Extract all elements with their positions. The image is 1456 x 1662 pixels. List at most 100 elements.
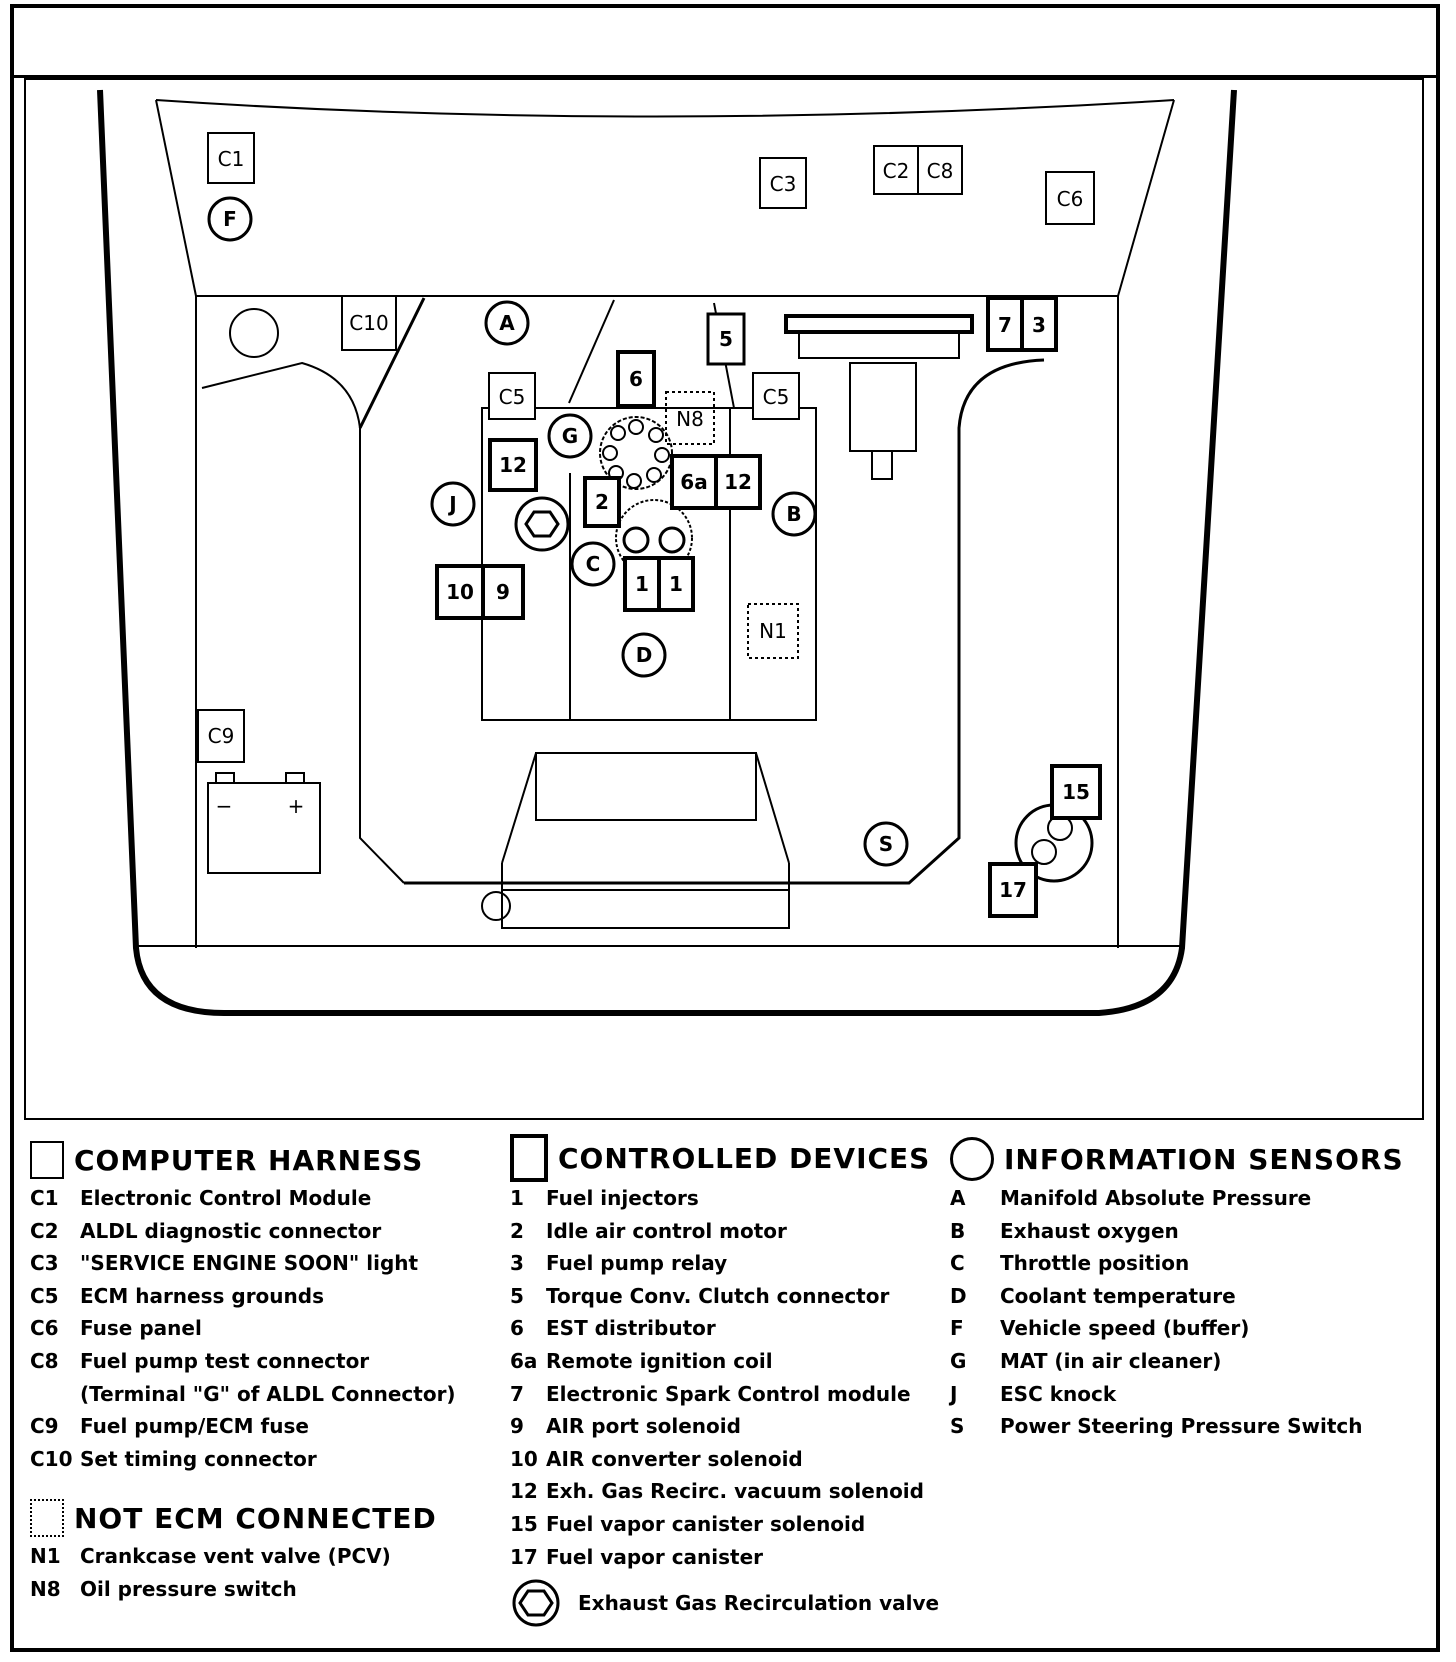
throttle-bore-right bbox=[658, 526, 686, 554]
svg-text:6: 6 bbox=[629, 367, 643, 391]
egr-valve-outer bbox=[514, 496, 570, 552]
svg-text:C10: C10 bbox=[349, 311, 388, 335]
booster-stem bbox=[798, 331, 960, 359]
egr-valve-inner bbox=[524, 510, 560, 538]
marker-2: 2 bbox=[583, 476, 621, 528]
marker-g: G bbox=[547, 413, 593, 459]
egr-valve-icon bbox=[512, 1579, 560, 1627]
svg-text:2: 2 bbox=[595, 490, 609, 514]
distributor bbox=[599, 416, 673, 490]
marker-6: 6 bbox=[616, 350, 656, 408]
marker-f: F bbox=[207, 196, 253, 242]
svg-text:N1: N1 bbox=[759, 619, 787, 643]
diagram-frame bbox=[24, 78, 1424, 1120]
legend-item: C3"SERVICE ENGINE SOON" light bbox=[30, 1251, 419, 1276]
svg-text:17: 17 bbox=[999, 878, 1027, 902]
sensor-circle-icon bbox=[950, 1137, 994, 1181]
svg-text:D: D bbox=[636, 643, 653, 667]
booster-flange bbox=[784, 314, 974, 334]
svg-text:C3: C3 bbox=[770, 172, 797, 196]
marker-6a: 6a bbox=[670, 454, 718, 510]
marker-10: 10 bbox=[435, 564, 485, 620]
radiator-top bbox=[535, 752, 757, 821]
battery-plus: + bbox=[288, 794, 305, 818]
battery bbox=[207, 782, 321, 874]
svg-text:10: 10 bbox=[446, 580, 474, 604]
master-cylinder-tip bbox=[871, 450, 893, 480]
marker-3: 3 bbox=[1020, 296, 1058, 352]
marker-c3: C3 bbox=[759, 157, 807, 209]
legend-item: (Terminal "G" of ALDL Connector) bbox=[80, 1381, 456, 1406]
svg-text:7: 7 bbox=[998, 313, 1012, 337]
svg-text:N8: N8 bbox=[676, 407, 704, 431]
harness-markers: C1 C2 C8 C3 C6 C10 C5 C5 C 9 bbox=[197, 132, 1095, 763]
svg-text:1: 1 bbox=[635, 572, 649, 596]
svg-text:6a: 6a bbox=[680, 470, 707, 494]
marker-c1: C1 bbox=[207, 132, 255, 184]
svg-text:C1: C1 bbox=[218, 147, 245, 171]
not-connected-markers: N8 N1 bbox=[665, 391, 799, 659]
marker-5: 5 bbox=[706, 312, 746, 366]
top-band bbox=[14, 8, 1436, 78]
marker-j: J bbox=[430, 481, 476, 527]
marker-9: 9 bbox=[481, 564, 525, 620]
master-cylinder bbox=[849, 362, 917, 452]
marker-s: S bbox=[863, 821, 909, 867]
marker-c10: C10 bbox=[341, 295, 397, 351]
marker-7: 7 bbox=[986, 296, 1024, 352]
svg-text:C6: C6 bbox=[1057, 187, 1084, 211]
marker-c: C bbox=[570, 541, 616, 587]
battery-terminal-neg bbox=[215, 772, 235, 784]
legend-item-egr: Exhaust Gas Recirculation valve bbox=[510, 1579, 939, 1627]
marker-c6: C6 bbox=[1045, 171, 1095, 225]
svg-text:C2: C2 bbox=[883, 159, 910, 183]
cowl-top bbox=[155, 99, 1175, 118]
sensor-markers: F A G J B C D S bbox=[207, 196, 909, 867]
engine-bay-outline bbox=[358, 297, 1045, 885]
marker-a: A bbox=[484, 300, 530, 346]
svg-text:C: C bbox=[586, 552, 601, 576]
svg-text:5: 5 bbox=[719, 327, 733, 351]
svg-text:F: F bbox=[223, 207, 237, 231]
marker-n1: N1 bbox=[747, 603, 799, 659]
marker-c5-left: C5 bbox=[488, 372, 536, 420]
throttle-bore-left bbox=[622, 526, 650, 554]
svg-text:C5: C5 bbox=[763, 385, 790, 409]
svg-text:12: 12 bbox=[499, 453, 527, 477]
legend-information-sensors-heading: INFORMATION SENSORS bbox=[950, 1136, 1404, 1182]
svg-text:C8: C8 bbox=[927, 159, 954, 183]
svg-text:15: 15 bbox=[1062, 780, 1090, 804]
marker-12-right: 12 bbox=[714, 454, 762, 510]
svg-text:S: S bbox=[879, 832, 893, 856]
svg-text:J: J bbox=[447, 492, 456, 516]
battery-terminal-pos bbox=[285, 772, 305, 784]
device-markers: 7 3 5 6 12 6a 12 2 1 1 10 9 15 17 bbox=[435, 296, 1102, 918]
svg-text:G: G bbox=[562, 424, 578, 448]
legend-controlled-devices-heading: CONTROLLED DEVICES bbox=[510, 1134, 939, 1182]
